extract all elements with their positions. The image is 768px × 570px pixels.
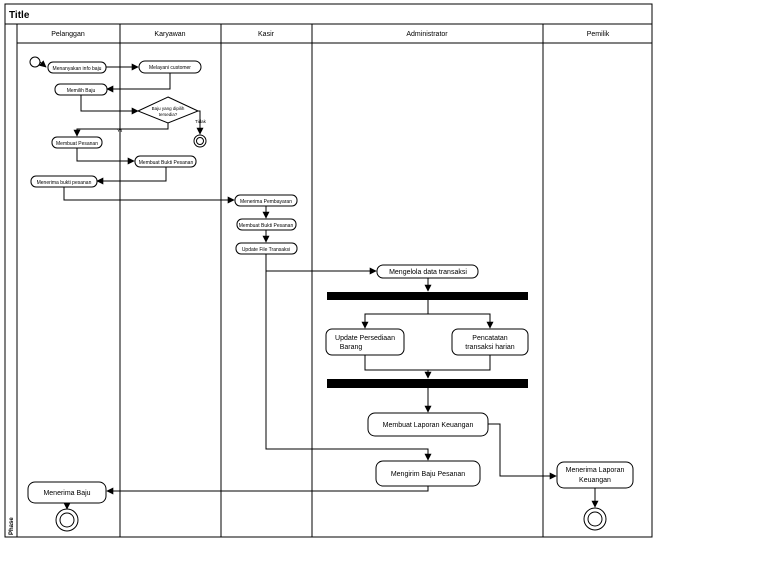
activity-menerima-baju <box>27 481 107 504</box>
edge-fork-persediaan <box>361 300 429 329</box>
activity-menerima-laporan-line1: Menerima Laporan <box>566 467 625 474</box>
edge-start-info <box>38 60 47 68</box>
activity-membuat-laporan-label: Membuat Laporan Keuangan <box>383 422 474 429</box>
edge-laporan-pemilik <box>488 423 557 480</box>
activity-melayani-customer-label: Melayani customer <box>149 65 191 71</box>
edge-terima-pembayaran <box>63 187 235 204</box>
activity-mengelola-data-label: Mengelola data transaksi <box>389 269 467 276</box>
activity-update-file-transaksi-label: Update File Transaksi <box>242 247 290 253</box>
lane-header-pelanggan: Pelanggan <box>51 31 85 38</box>
lane-header-kasir: Kasir <box>258 31 275 38</box>
start-node <box>29 56 41 68</box>
decision-no-label: Tidak <box>195 119 207 124</box>
final-node-pelanggan-inner <box>59 512 75 528</box>
edge-bukti-terima <box>96 167 167 185</box>
edge-update-kelola <box>265 254 377 275</box>
activity-membuat-laporan <box>367 412 489 437</box>
edge-pencatatan-join <box>424 355 491 379</box>
activity-membuat-pesanan-label: Membuat Pesanan <box>56 141 98 147</box>
edge-melayani-memilih <box>106 73 171 93</box>
diagram-title: Title <box>9 10 30 21</box>
activity-kasir-bukti-pesanan <box>236 218 297 231</box>
activity-menerima-bukti-label: Menerima bukti pesanan <box>37 180 92 186</box>
activity-pencatatan-harian-line1: Pencatatan <box>472 335 508 342</box>
activity-menerima-laporan-line2: Keuangan <box>579 477 611 484</box>
activity-membuat-bukti-pesanan <box>134 155 197 168</box>
activity-membuat-bukti-pesanan-label: Membuat Bukti Pesanan <box>139 160 194 166</box>
decision-yes-label: Ya <box>117 128 123 133</box>
activity-mengelola-data <box>376 264 479 279</box>
activity-update-persediaan-line2: Barang <box>340 344 363 351</box>
activity-update-persediaan-line1: Update Persediaan <box>335 335 395 342</box>
edge-update-kirim <box>265 271 432 461</box>
lane-header-pemilik: Pemilik <box>587 31 610 38</box>
activity-melayani-customer <box>138 60 202 74</box>
activity-mengirim-baju <box>375 460 481 487</box>
fork-bar <box>327 292 528 300</box>
activity-update-persediaan <box>325 328 405 356</box>
activity-memilih-baju <box>54 83 108 96</box>
edge-memilih-decision <box>80 95 139 115</box>
decision-label-line2: tersedia? <box>159 112 178 117</box>
activity-update-file-transaksi <box>235 242 298 255</box>
decision-label-line1: Baju yang dipilih <box>152 106 185 111</box>
flow-edges <box>38 60 599 510</box>
activity-menerima-pembayaran-label: Menerima Pembayaran <box>240 199 292 205</box>
activity-pencatatan-harian-line2: transaksi harian <box>465 344 515 351</box>
activity-membuat-pesanan <box>51 136 103 149</box>
edge-persediaan-join <box>364 355 428 371</box>
lane-header-karyawan: Karyawan <box>154 31 185 38</box>
join-bar <box>327 379 528 388</box>
activity-kasir-bukti-pesanan-label: Membuat Bukti Pesanan <box>239 223 294 229</box>
activity-menerima-bukti <box>30 175 98 188</box>
activity-menerima-pembayaran <box>234 194 298 207</box>
activity-pencatatan-harian <box>451 328 529 356</box>
phase-label: Phase <box>9 517 15 535</box>
lane-header-administrator: Administrator <box>406 31 448 38</box>
activity-memilih-baju-label: Memilih Baju <box>67 88 96 94</box>
decision-baju-tersedia <box>136 96 200 124</box>
pool-frame <box>4 3 653 538</box>
activity-menerima-laporan <box>556 461 634 489</box>
activity-menerima-baju-label: Menerima Baju <box>43 490 90 497</box>
edge-pesanan-bukti <box>76 148 135 165</box>
activity-menanyakan-info-label: Menanyakan info baju <box>53 66 102 72</box>
edge-decision-yes <box>73 121 169 137</box>
activity-menanyakan-info <box>47 61 107 74</box>
edge-kirim-terima-baju <box>106 486 429 495</box>
edge-fork-pencatatan <box>428 313 494 329</box>
flow-end-node-inner <box>196 137 204 145</box>
activity-mengirim-baju-label: Mengirim Baju Pesanan <box>391 471 465 478</box>
final-node-pemilik-inner <box>587 511 603 527</box>
